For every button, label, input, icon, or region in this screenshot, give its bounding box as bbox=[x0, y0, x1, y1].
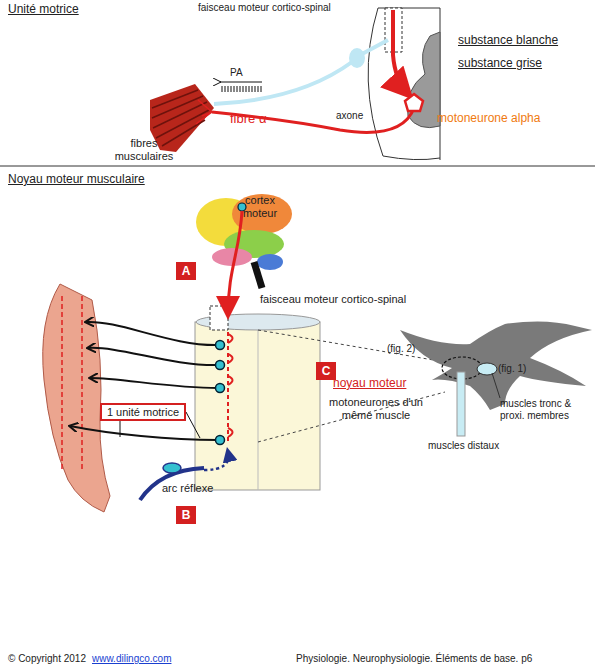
section-divider bbox=[0, 166, 595, 167]
cord-midline bbox=[258, 322, 259, 490]
section-heading: Noyau moteur musculaire bbox=[8, 173, 145, 187]
descending-fiber bbox=[227, 332, 229, 444]
motoneuron bbox=[216, 436, 225, 445]
muscle-bundle bbox=[150, 84, 214, 152]
leader-line bbox=[186, 412, 200, 438]
url: www.dilingco.com bbox=[92, 653, 171, 665]
sensory-fiber bbox=[362, 40, 388, 54]
node-text: C bbox=[322, 364, 331, 378]
part-label: substance blanche bbox=[458, 34, 558, 48]
part-label: arc réflexe bbox=[162, 482, 213, 495]
projection-line bbox=[258, 392, 445, 442]
synapse-curls bbox=[228, 334, 233, 437]
action-potential-ticks bbox=[222, 86, 261, 92]
figure-ref: (fig. 1) bbox=[498, 363, 526, 375]
node-text: 1 unité motrice bbox=[107, 406, 179, 418]
part-label: cortex moteur bbox=[238, 194, 282, 219]
reflex-path bbox=[204, 452, 229, 470]
spinal-cord-segment bbox=[195, 322, 320, 490]
cerebellum bbox=[257, 254, 283, 270]
brain bbox=[196, 194, 292, 288]
muscle-fiber-outline bbox=[61, 296, 63, 470]
figure-ref: (fig. 2) bbox=[387, 343, 415, 355]
tract-label: faisceau moteur cortico-spinal bbox=[260, 293, 406, 306]
node-text: B bbox=[182, 508, 191, 522]
motor-axon bbox=[88, 348, 218, 365]
motor-axon bbox=[86, 322, 218, 345]
fiber-stripe bbox=[162, 120, 205, 146]
part-label: motoneurone alpha bbox=[437, 112, 540, 126]
signal-label: PA bbox=[230, 67, 243, 79]
alpha-axon bbox=[212, 108, 414, 132]
motor-axon bbox=[70, 426, 218, 440]
copyright: © Copyright 2012 bbox=[8, 653, 86, 665]
page-footer: Physiologie. Neurophysiologie. Éléments … bbox=[296, 653, 532, 665]
callout-tag: C bbox=[316, 362, 336, 380]
sensory-soma bbox=[349, 48, 365, 68]
motoneuron bbox=[216, 341, 225, 350]
part-label: noyau moteur bbox=[333, 377, 406, 391]
muscle-fiber-outline bbox=[81, 296, 83, 470]
label-box: 1 unité motrice bbox=[100, 403, 186, 421]
white-matter-outline bbox=[368, 8, 440, 160]
part-label: muscles distaux bbox=[428, 440, 499, 452]
fiber-stripe bbox=[152, 90, 198, 108]
motoneuron bbox=[216, 361, 225, 370]
brainstem bbox=[254, 262, 262, 288]
part-label: substance grise bbox=[458, 57, 542, 71]
leader-line bbox=[492, 373, 500, 398]
propagation-arrow bbox=[220, 82, 262, 83]
callout-tag: B bbox=[176, 506, 196, 524]
tract-label: faisceau moteur cortico-spinal bbox=[198, 2, 331, 14]
distal-column bbox=[457, 372, 465, 436]
section-heading: Unité motrice bbox=[8, 3, 79, 17]
muscle bbox=[43, 284, 110, 512]
sensory-fiber bbox=[214, 62, 352, 104]
tract-outline bbox=[210, 306, 228, 330]
fig-1-zone bbox=[477, 363, 497, 375]
axon-branches bbox=[196, 100, 212, 124]
grey-matter-section bbox=[400, 321, 592, 410]
fiber-label: fibre α bbox=[230, 112, 266, 127]
cortico-spinal-fiber bbox=[228, 211, 242, 314]
part-label: muscles tronc & proxi. membres bbox=[500, 398, 592, 421]
part-label: fibres musculaires bbox=[112, 137, 176, 162]
callout-tag: A bbox=[176, 262, 196, 280]
motoneuron bbox=[216, 384, 225, 393]
spinal-ganglion bbox=[163, 463, 181, 473]
muscle-fibers bbox=[150, 84, 214, 152]
part-label: axone bbox=[336, 110, 363, 122]
motor-axon bbox=[90, 378, 218, 388]
cortico-spinal-fiber bbox=[393, 10, 408, 94]
part-label: motoneurones d'un même muscle bbox=[326, 396, 426, 421]
leader-line bbox=[120, 421, 121, 437]
brain-lobe bbox=[212, 248, 252, 266]
node-text: A bbox=[182, 264, 191, 278]
alpha-motoneuron bbox=[405, 94, 423, 111]
